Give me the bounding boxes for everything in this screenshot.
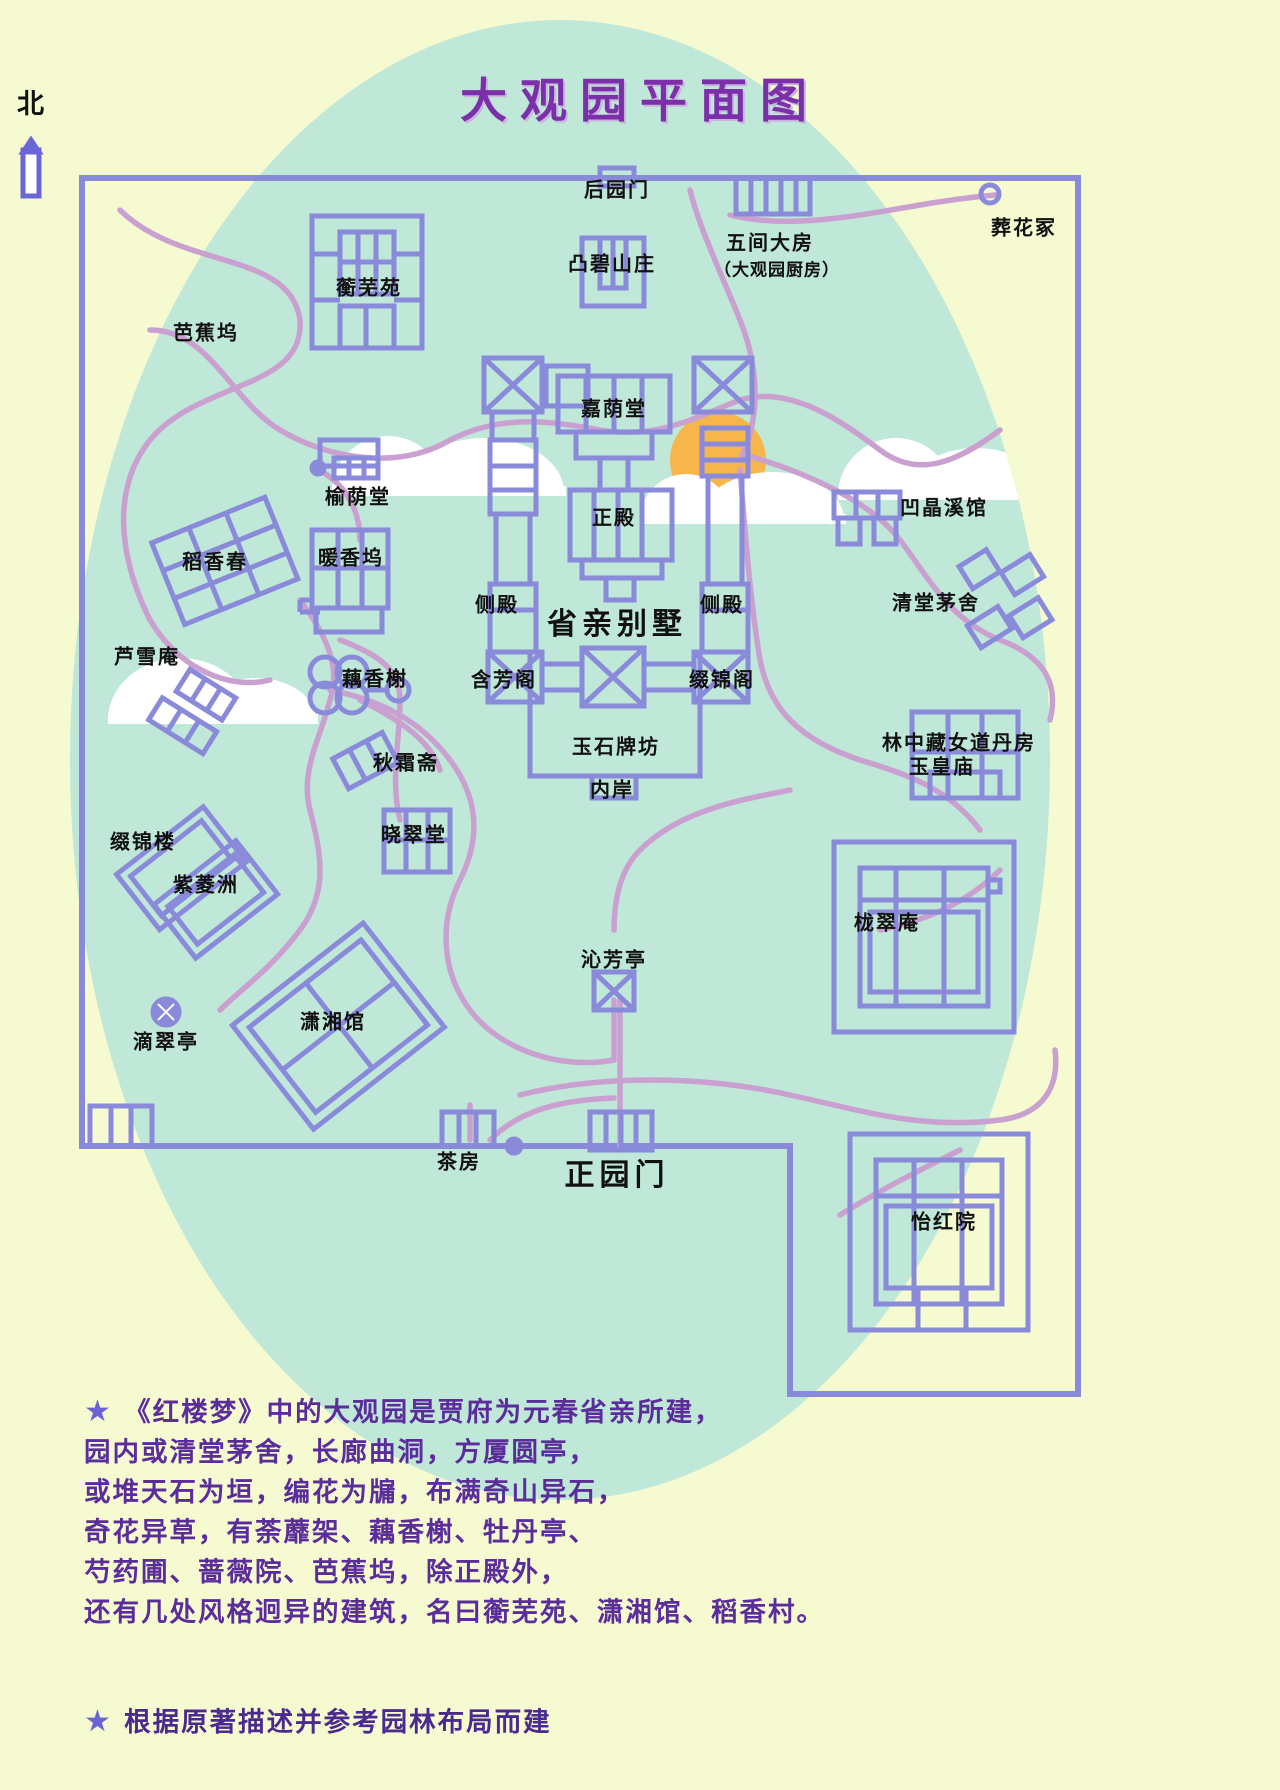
footer-star-icon: ★ [84, 1704, 113, 1739]
building-qingtangmaoshe [955, 546, 1056, 652]
star-icon: ★ [84, 1394, 113, 1429]
map-label: 内岸 [590, 777, 634, 802]
map-label: 含芳阁 [471, 667, 537, 692]
north-arrow [18, 135, 44, 199]
map-label: 玉石牌坊 [572, 734, 660, 759]
map-label: 潇湘馆 [300, 1009, 366, 1034]
map-label: 稻香春 [182, 549, 248, 574]
building-longcuian [831, 839, 1017, 1035]
garden-wall [79, 175, 1081, 1397]
caption-line: 园内或清堂茅舍，长廊曲洞，方厦圆亭， [84, 1437, 597, 1468]
map-label: 蘅芜苑 [336, 275, 402, 300]
map-label: 滴翠亭 [133, 1029, 199, 1054]
building-dicuiting [150, 996, 182, 1028]
building-wall-southwest [87, 1103, 155, 1149]
map-label: 藕香榭 [342, 666, 408, 691]
map-label: 缀锦楼 [110, 829, 176, 854]
caption-line: 芍药圃、蔷薇院、芭蕉坞，除正殿外， [84, 1557, 569, 1588]
building-yihongyuan [847, 1131, 1031, 1333]
caption-line: 奇花异草，有荼蘼架、藕香榭、牡丹亭、 [84, 1517, 597, 1548]
caption-line: 还有几处风格迥异的建筑，名曰蘅芜苑、潇湘馆、稻香村。 [84, 1597, 825, 1628]
building-ouxiangxie [307, 654, 412, 716]
building-linzhongcangnvdaodanfang [909, 709, 1021, 801]
map-label: 葬花冢 [991, 215, 1057, 240]
map-label: 五间大房 [726, 230, 814, 255]
buildings [87, 165, 1056, 1333]
map-label: 凹晶溪馆 [900, 495, 988, 520]
map-label: 沁芳亭 [581, 947, 647, 972]
building-tubishanzhuang [579, 235, 647, 309]
building-daoxiangchun [148, 493, 302, 628]
building-zhengyuanmen [587, 1109, 655, 1153]
map-label: 榆荫堂 [325, 484, 391, 509]
map-label: 栊翠庵 [854, 910, 920, 935]
map-label: 林中藏女道丹房 [882, 730, 1036, 755]
map-label: 茶房 [437, 1149, 481, 1174]
map-label: 秋霜斋 [373, 750, 439, 775]
building-xiaocuitang [381, 807, 453, 875]
building-houyuanmen [597, 165, 637, 189]
north-label: 北 [17, 89, 44, 120]
caption-line: 或堆天石为垣，编花为牖，布满奇山异石， [84, 1477, 626, 1508]
map-label: 缀锦阁 [689, 667, 755, 692]
map-label: 侧殿 [700, 592, 744, 617]
map-label: 清堂茅舍 [892, 590, 980, 615]
building-aojingxiguan [831, 489, 903, 547]
map-label: 晓翠堂 [381, 822, 447, 847]
map-label: 正园门 [564, 1158, 670, 1193]
building-zhengdian [567, 487, 675, 603]
footer-text: 根据原著描述并参考园林布局而建 [124, 1707, 552, 1738]
map-label: 怡红院 [911, 1209, 977, 1234]
building-xiaoxiangguan [228, 919, 448, 1133]
caption-block: ★ 《红楼梦》中的大观园是贾府为元春省亲所建， 园内或清堂茅舍，长廊曲洞，方厦圆亭… [84, 1392, 984, 1633]
garden-area-shape [70, 20, 1050, 1500]
map-label: 玉皇庙 [909, 754, 975, 779]
building-yushipaifang [527, 645, 703, 779]
footer-block: ★ 根据原著描述并参考园林布局而建 [84, 1700, 552, 1739]
map-label: 嘉荫堂 [581, 396, 647, 421]
map-label: 凸碧山庄 [568, 251, 656, 276]
building-zhuijinlou [113, 803, 282, 962]
building-chafang [439, 1109, 524, 1156]
map-label: （大观园厨房） [714, 260, 840, 281]
building-luxuean [145, 665, 240, 758]
building-wujiandafang [733, 175, 813, 217]
caption-line: 《红楼梦》中的大观园是贾府为元春省亲所建， [124, 1397, 723, 1428]
caption-text: 《红楼梦》中的大观园是贾府为元春省亲所建， 园内或清堂茅舍，长廊曲洞，方厦圆亭， 或… [84, 1397, 825, 1628]
building-nuanxiangwu [297, 527, 391, 635]
map-label: 后园门 [584, 177, 650, 202]
page-title: 大观园平面图 [460, 74, 820, 129]
building-zanghuazhong [978, 182, 1002, 206]
building-qinfangting [591, 969, 637, 1013]
building-yuyintang [309, 437, 381, 481]
building-hengwuyuan [309, 213, 425, 351]
map-label: 正殿 [592, 505, 636, 530]
map-label: 省亲别墅 [547, 607, 687, 642]
map-label: 紫菱洲 [173, 872, 239, 897]
map-label: 芦雪庵 [114, 644, 180, 669]
building-neian [589, 773, 639, 801]
map-label: 芭蕉坞 [173, 320, 239, 345]
map-label: 侧殿 [475, 592, 519, 617]
map-label: 暖香坞 [318, 545, 384, 570]
building-qiushuangzhai [329, 729, 402, 793]
